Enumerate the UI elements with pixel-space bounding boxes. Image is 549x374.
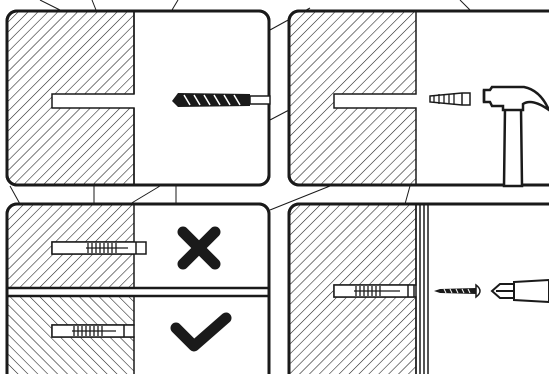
panel-step-3 — [5, 202, 271, 374]
mounted-panel — [415, 204, 429, 374]
plug-flush — [51, 324, 135, 338]
wall-plug-icon — [429, 92, 471, 106]
check-icon — [170, 312, 232, 352]
panel-step-1 — [5, 9, 271, 187]
hammer-icon — [482, 85, 549, 188]
screwdriver-icon — [490, 278, 549, 304]
drill-bit-icon — [172, 93, 271, 107]
screw-icon — [434, 283, 481, 299]
plug-protruding — [51, 241, 147, 255]
wall-section — [289, 11, 417, 185]
cross-icon — [177, 226, 221, 270]
panel-step-2 — [287, 9, 549, 188]
plug-in-wall — [333, 284, 415, 298]
panel-step-4 — [287, 202, 549, 374]
